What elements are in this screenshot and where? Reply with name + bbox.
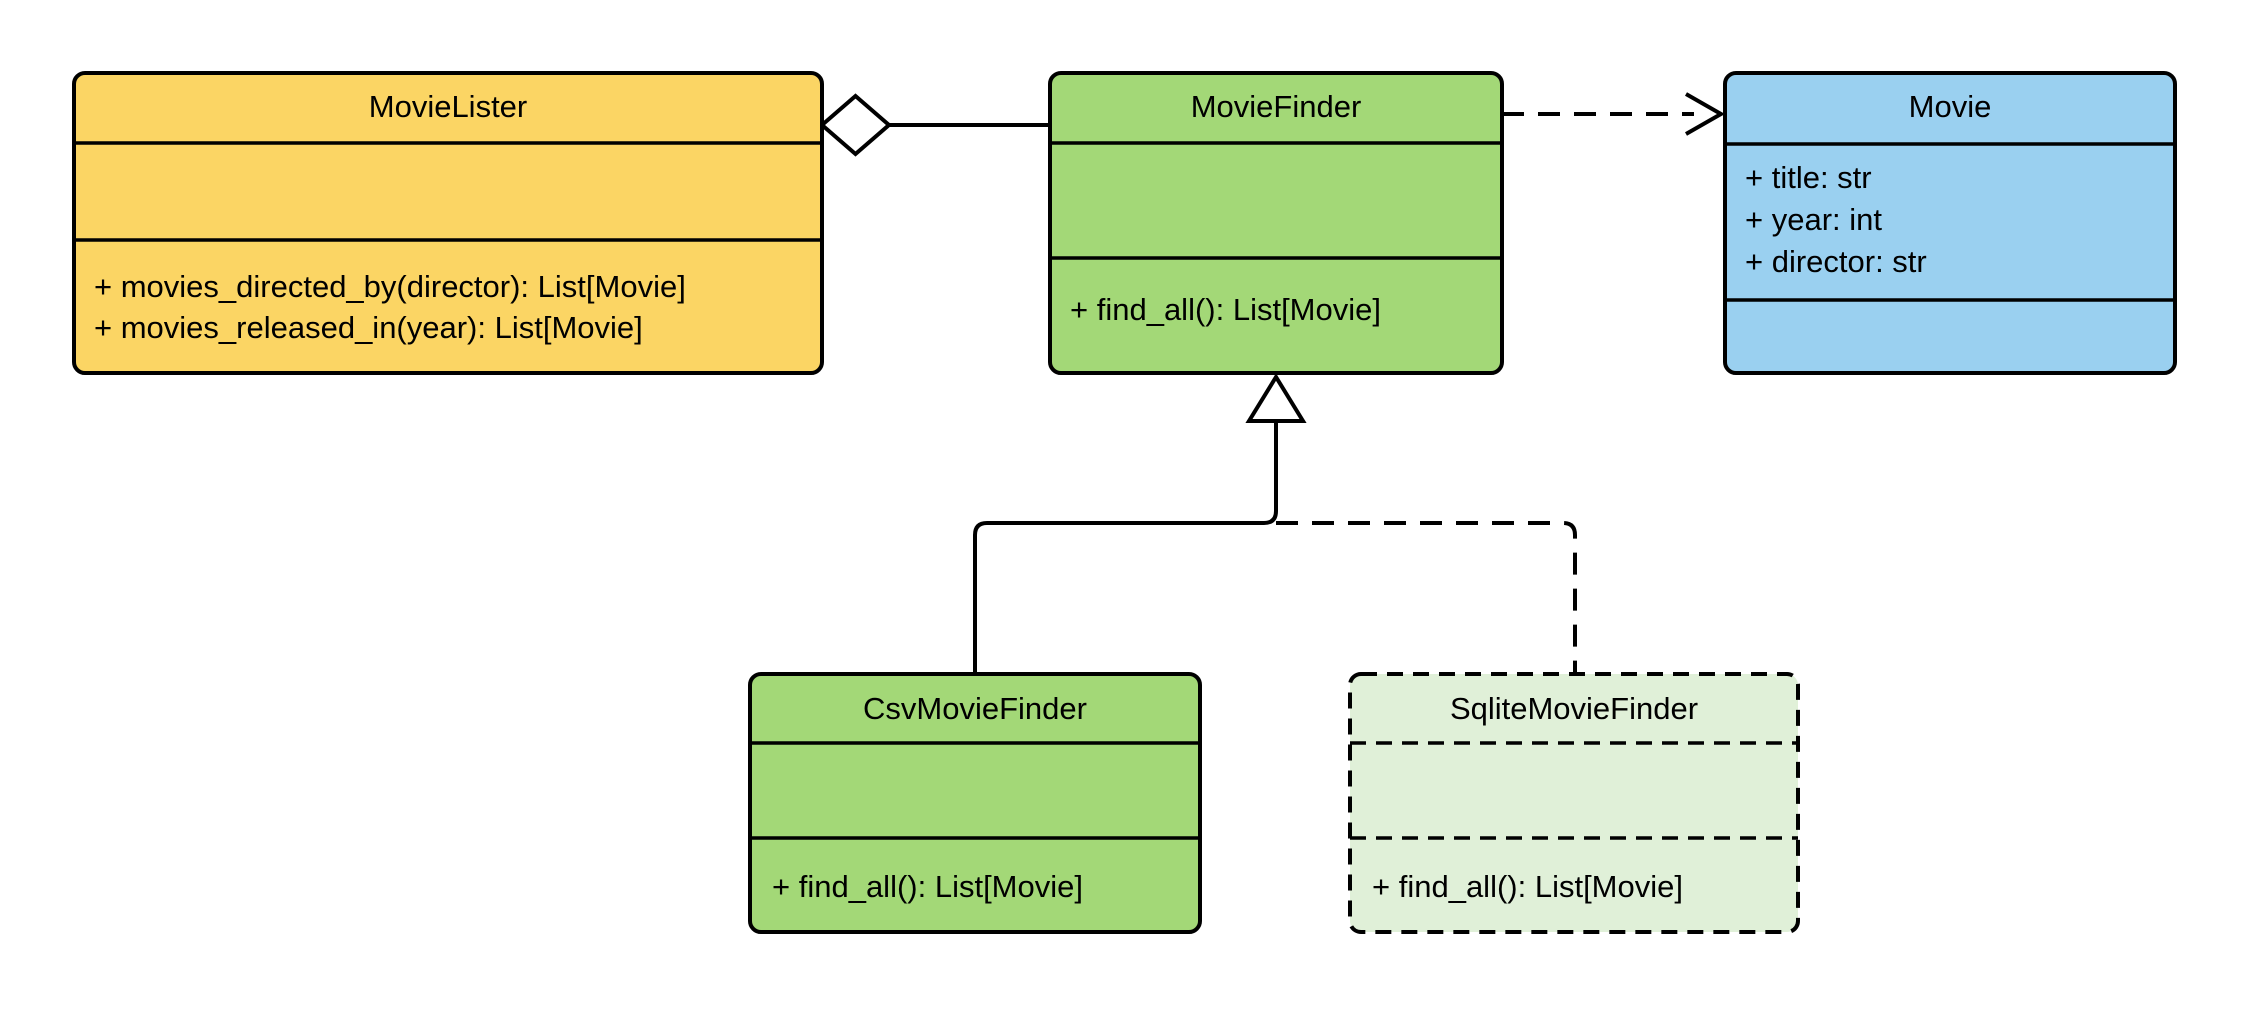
class-sqlitemoviefinder: SqliteMovieFinder + find_all(): List[Mov… <box>1348 672 1800 934</box>
class-name: Movie <box>1909 89 1992 124</box>
class-moviefinder: MovieFinder + find_all(): List[Movie] <box>1048 71 1504 375</box>
class-method: + find_all(): List[Movie] <box>1070 292 1381 327</box>
class-movie: Movie + title: str + year: int + directo… <box>1723 71 2177 375</box>
relationship-inheritance-csvmoviefinder-moviefinder <box>973 421 1278 674</box>
class-method: + movies_released_in(year): List[Movie] <box>94 310 643 345</box>
class-box <box>1723 71 2177 375</box>
inheritance-solid-path <box>973 421 1278 674</box>
relationship-dependency-moviefinder-movie <box>1502 92 1726 136</box>
class-box <box>72 71 824 375</box>
class-attribute: + year: int <box>1745 202 1882 237</box>
class-method: + find_all(): List[Movie] <box>772 869 1083 904</box>
class-csvmoviefinder: CsvMovieFinder + find_all(): List[Movie] <box>748 672 1202 934</box>
inheritance-dashed-path <box>1276 521 1577 674</box>
class-box <box>1048 71 1504 375</box>
class-attribute: + director: str <box>1745 244 1927 279</box>
class-name: MovieFinder <box>1191 89 1362 124</box>
class-movielister: MovieLister + movies_directed_by(directo… <box>72 71 824 375</box>
class-name: MovieLister <box>369 89 528 124</box>
class-name: SqliteMovieFinder <box>1450 691 1698 726</box>
class-method: + find_all(): List[Movie] <box>1372 869 1683 904</box>
aggregation-diamond-icon <box>818 93 893 157</box>
class-attribute: + title: str <box>1745 160 1872 195</box>
class-name: CsvMovieFinder <box>863 691 1087 726</box>
relationship-aggregation-movielister-moviefinder <box>818 93 1050 157</box>
dependency-arrowhead-icon <box>1685 92 1726 136</box>
relationships <box>818 92 1726 674</box>
inheritance-triangle-icon <box>1245 373 1307 423</box>
class-box <box>1348 672 1800 934</box>
relationship-inheritance-sqlitemoviefinder-moviefinder <box>1276 521 1577 674</box>
class-box <box>748 672 1202 934</box>
class-method: + movies_directed_by(director): List[Mov… <box>94 269 686 304</box>
